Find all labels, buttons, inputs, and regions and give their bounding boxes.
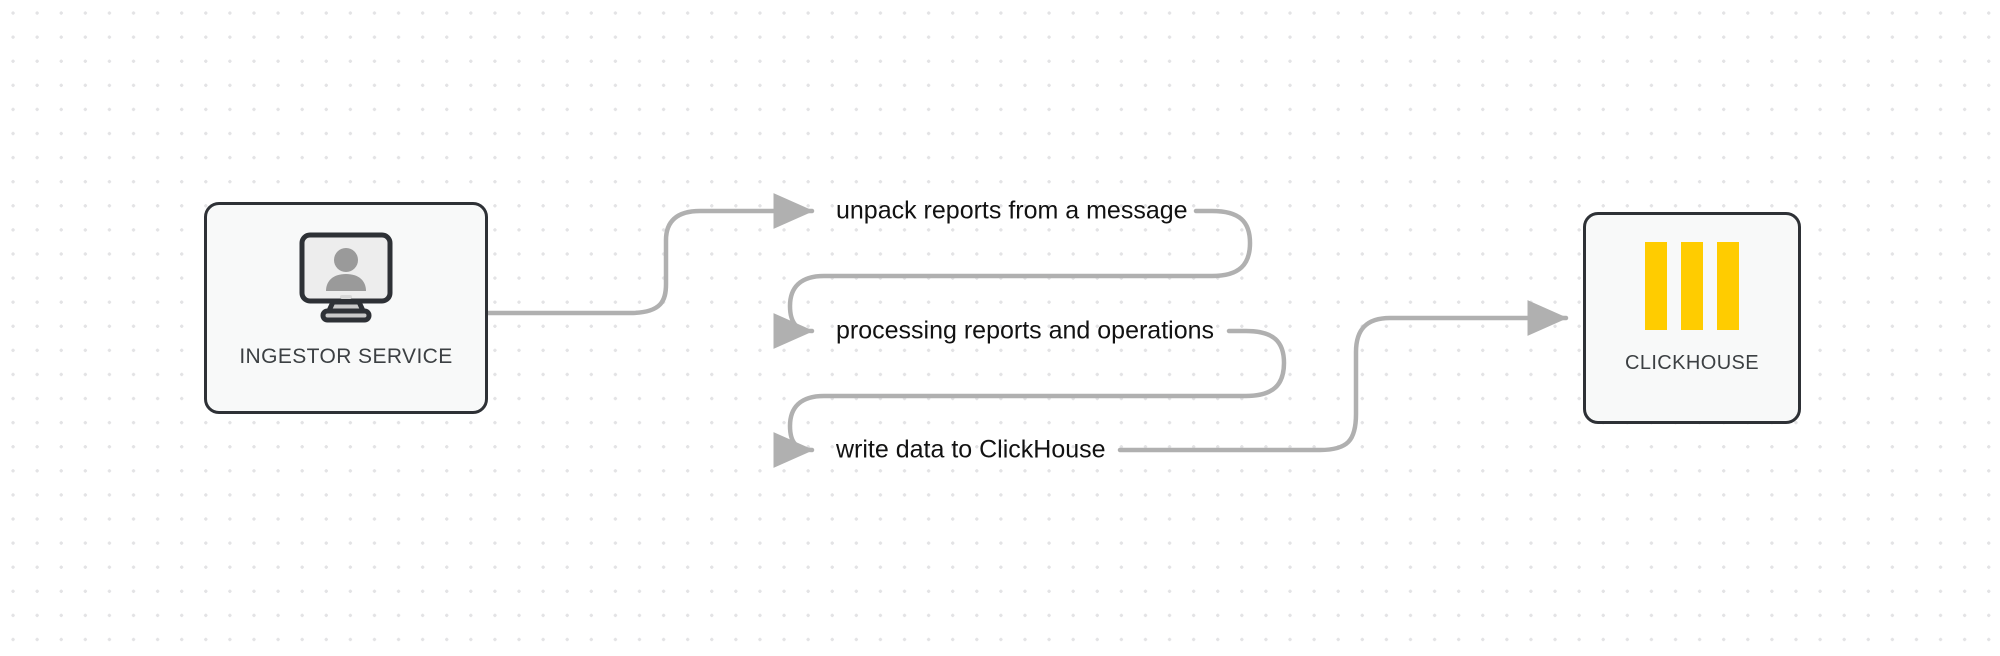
monitor-user-icon xyxy=(297,231,395,325)
edge-path-2-to-3 xyxy=(773,328,1287,468)
node-label-clickhouse: CLICKHOUSE xyxy=(1624,352,1760,374)
edge-label-unpack-reports: unpack reports from a message xyxy=(836,196,1188,225)
edge-path-source-to-1 xyxy=(485,193,815,316)
node-ingestor-service[interactable]: INGESTOR SERVICE xyxy=(204,202,488,414)
edge-path-1-to-2 xyxy=(773,208,1253,349)
clickhouse-bars-icon xyxy=(1645,242,1739,330)
edge-path-3-to-clickhouse xyxy=(1117,300,1569,453)
node-clickhouse[interactable]: CLICKHOUSE xyxy=(1583,212,1801,424)
node-label-ingestor-service: INGESTOR SERVICE xyxy=(239,345,453,368)
edge-label-write-data: write data to ClickHouse xyxy=(836,435,1106,464)
clickhouse-bar-2 xyxy=(1681,242,1703,330)
clickhouse-bar-3 xyxy=(1717,242,1739,330)
clickhouse-bar-1 xyxy=(1645,242,1667,330)
edge-label-processing-reports: processing reports and operations xyxy=(836,316,1215,345)
